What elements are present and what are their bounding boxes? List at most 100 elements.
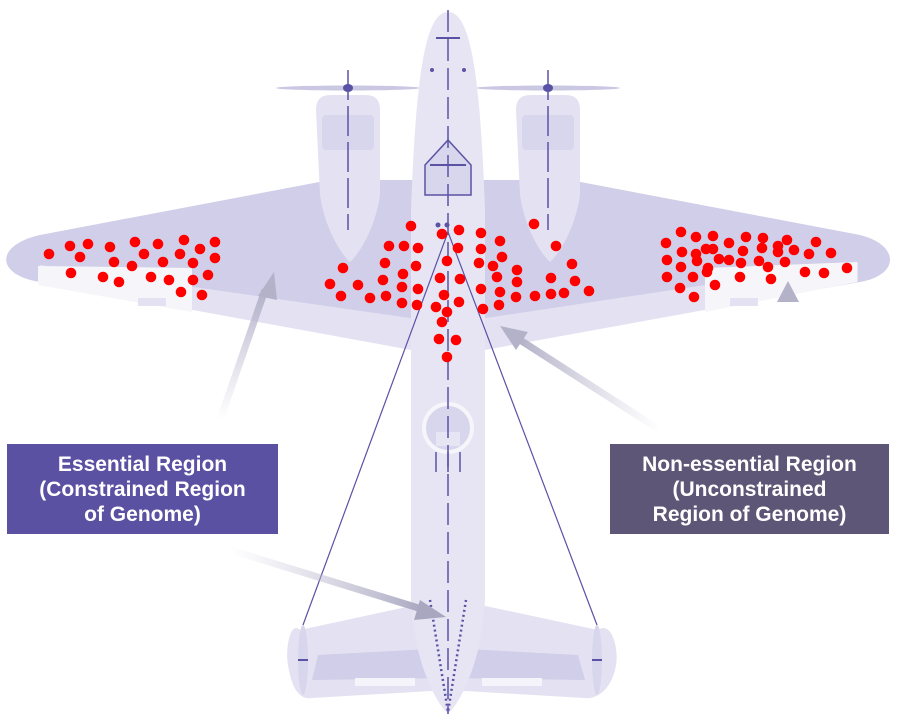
bullet-hole-icon (511, 276, 523, 288)
bullet-hole-icon (379, 257, 391, 269)
bullet-hole-icon (569, 275, 581, 287)
bullet-hole-icon (701, 266, 713, 278)
bullet-hole-icon (511, 264, 523, 276)
bullet-hole-icon (441, 306, 453, 318)
bullet-hole-icon (145, 271, 157, 283)
bullet-hole-icon (740, 231, 752, 243)
bullet-hole-icon (825, 247, 837, 259)
bullet-hole-icon (494, 235, 506, 247)
bullet-hole-icon (174, 248, 186, 260)
label-line: (Unconstrained (672, 477, 827, 501)
label-line: of Genome) (84, 502, 201, 526)
bullet-hole-icon (799, 266, 811, 278)
bullet-hole-icon (152, 238, 164, 250)
bullet-hole-icon (660, 237, 672, 249)
bullet-hole-icon (324, 278, 336, 290)
bullet-hole-icon (450, 334, 462, 346)
bullet-hole-icon (723, 254, 735, 266)
bullet-hole-icon (713, 253, 725, 265)
bullet-hole-icon (364, 292, 376, 304)
bullet-hole-icon (674, 282, 686, 294)
bullet-hole-icon (138, 248, 150, 260)
bullet-hole-icon (157, 256, 169, 268)
label-line: Region of Genome) (652, 502, 847, 526)
bullet-hole-icon (405, 220, 417, 232)
bullet-hole-icon (108, 256, 120, 268)
bullet-hole-icon (487, 260, 499, 272)
bullet-hole-icon (735, 257, 747, 269)
bullet-hole-icon (661, 254, 673, 266)
bullet-hole-icon (545, 288, 557, 300)
bullet-hole-icon (104, 241, 116, 253)
bullet-hole-icon (398, 240, 410, 252)
arrow-icon (228, 546, 446, 620)
bullet-hole-icon (412, 283, 424, 295)
arrow-icon (500, 326, 662, 433)
bullet-hole-icon (209, 236, 221, 248)
bullet-hole-icon (452, 242, 464, 254)
bullet-hole-icon (163, 274, 175, 286)
bullet-hole-icon (550, 240, 562, 252)
bullet-hole-icon (688, 291, 700, 303)
bullet-hole-icon (380, 290, 392, 302)
bullet-hole-icon (528, 218, 540, 230)
bullet-hole-icon (493, 299, 505, 311)
arrows (216, 272, 799, 620)
bullet-hole-icon (700, 243, 712, 255)
propellers (276, 84, 620, 92)
bullet-hole-icon (675, 226, 687, 238)
bullet-hole-icon (175, 286, 187, 298)
bullet-hole-icon (396, 281, 408, 293)
bullet-hole-icon (438, 289, 450, 301)
bullet-hole-icon (529, 290, 541, 302)
bullet-hole-icon (113, 276, 125, 288)
bullet-hole-icon (558, 287, 570, 299)
bullet-hole-icon (473, 257, 485, 269)
bullet-hole-icon (475, 243, 487, 255)
bullet-hole-icon (737, 245, 749, 257)
bullet-hole-icon (396, 297, 408, 309)
bullet-hole-icon (383, 240, 395, 252)
bullet-hole-icon (810, 236, 822, 248)
bullet-hole-icon (178, 234, 190, 246)
bullet-hole-icon (707, 230, 719, 242)
bullet-hole-icon (74, 251, 86, 263)
bullet-hole-icon (779, 256, 791, 268)
bullet-hole-icon (196, 289, 208, 301)
bullet-hole-icon (477, 303, 489, 315)
bullet-hole-icon (453, 224, 465, 236)
bullet-hole-icon (126, 260, 138, 272)
bullet-hole-icon (441, 351, 453, 363)
bullet-hole-icon (818, 267, 830, 279)
bullet-holes (43, 218, 853, 363)
bullet-hole-icon (566, 258, 578, 270)
bullet-hole-icon (97, 271, 109, 283)
bullet-hole-icon (675, 261, 687, 273)
bullet-hole-icon (757, 232, 769, 244)
non-essential-region-label: Non-essential Region (Unconstrained Regi… (610, 444, 889, 534)
bullet-hole-icon (397, 268, 409, 280)
bullet-hole-icon (412, 242, 424, 254)
label-line: (Constrained Region (39, 477, 246, 501)
bullet-hole-icon (187, 274, 199, 286)
bullet-hole-icon (43, 248, 55, 260)
bullet-hole-icon (441, 255, 453, 267)
bullet-hole-icon (187, 257, 199, 269)
bullet-hole-icon (436, 316, 448, 328)
bullet-hole-icon (753, 255, 765, 267)
arrow-icon (777, 281, 799, 430)
bullet-hole-icon (434, 272, 446, 284)
bullet-hole-icon (491, 271, 503, 283)
bullet-hole-icon (690, 231, 702, 243)
bullet-hole-icon (411, 299, 423, 311)
bullet-hole-icon (352, 279, 364, 291)
bullet-hole-icon (430, 301, 442, 313)
bullet-hole-icon (129, 236, 141, 248)
bullet-hole-icon (475, 283, 487, 295)
essential-region-label: Essential Region (Constrained Region of … (7, 444, 278, 534)
bullet-hole-icon (676, 246, 688, 258)
bullet-hole-icon (433, 333, 445, 345)
bullet-hole-icon (453, 296, 465, 308)
bullet-hole-icon (709, 279, 721, 291)
